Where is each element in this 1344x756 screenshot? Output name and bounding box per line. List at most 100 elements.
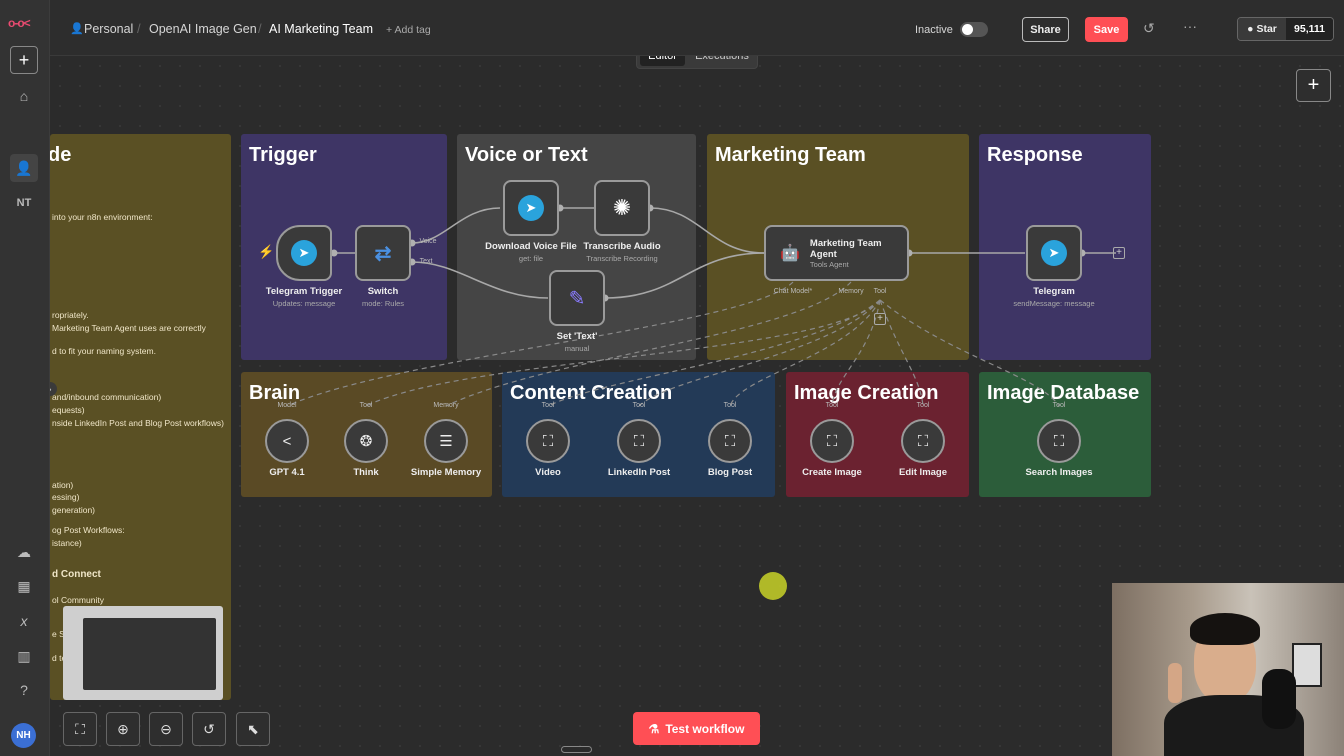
- node-label: LinkedIn Post: [607, 467, 671, 478]
- set-text-node[interactable]: ✎: [549, 270, 605, 326]
- agent-port-chat-model: Chat Model*: [773, 288, 813, 295]
- switch-node[interactable]: ⇄: [355, 225, 411, 281]
- node-label: Blog Post: [707, 467, 753, 478]
- telegram-trigger-node[interactable]: ➤: [276, 225, 332, 281]
- node-label: GPT 4.1: [269, 467, 305, 478]
- node-label: Video: [535, 467, 561, 478]
- telegram-icon: ➤: [291, 240, 317, 266]
- port-label: Tool: [916, 402, 930, 409]
- test-workflow-label: Test workflow: [665, 721, 745, 736]
- edit-image-tool-node[interactable]: ⛶: [901, 419, 945, 463]
- switch-icon: ⇄: [374, 242, 392, 265]
- workflow-icon: ⛶: [724, 432, 736, 450]
- port-label: Model: [277, 402, 297, 409]
- templates-icon[interactable]: ▦: [17, 577, 31, 594]
- simple-memory-node[interactable]: ☰: [424, 419, 468, 463]
- minimap[interactable]: [63, 606, 223, 700]
- top-bar: 👤 Personal / OpenAI Image Gen / AI Marke…: [50, 0, 1344, 56]
- video-tool-node[interactable]: ⛶: [526, 419, 570, 463]
- add-node-button[interactable]: +: [1113, 247, 1125, 259]
- add-tag-link[interactable]: + Add tag: [386, 24, 431, 36]
- section-title: Image Creation: [794, 382, 939, 404]
- logs-panel-handle[interactable]: [561, 746, 592, 753]
- variables-icon[interactable]: x: [20, 613, 28, 629]
- guide-note-line: into your n8n environment:: [52, 212, 153, 222]
- project-initials[interactable]: NT: [16, 197, 32, 209]
- node-label: Telegram: [1033, 286, 1075, 297]
- guide-note-line: istance): [52, 538, 82, 548]
- marketing-team-agent-node[interactable]: 🤖 Marketing Team Agent Tools Agent: [764, 225, 909, 281]
- history-icon[interactable]: ↺: [1143, 20, 1155, 36]
- insights-icon[interactable]: ▥: [17, 647, 31, 664]
- agent-port-tool: Tool: [873, 288, 887, 295]
- avatar[interactable]: NH: [11, 723, 36, 748]
- home-icon[interactable]: ⌂: [19, 88, 29, 104]
- image-database-section[interactable]: Image Database: [979, 372, 1151, 497]
- gpt-4-1-node[interactable]: <: [265, 419, 309, 463]
- search-images-tool-node[interactable]: ⛶: [1037, 419, 1081, 463]
- telegram-icon: ➤: [518, 195, 544, 221]
- download-voice-file-node[interactable]: ➤: [503, 180, 559, 236]
- section-title: Voice or Text: [465, 144, 588, 166]
- guide-note-line: Marketing Team Agent uses are correctly: [52, 323, 206, 333]
- node-label: Set 'Text': [556, 331, 598, 342]
- add-tool-button[interactable]: +: [874, 313, 886, 325]
- user-icon: 👤: [70, 23, 84, 35]
- active-toggle[interactable]: [960, 22, 988, 37]
- node-label: Telegram Trigger: [265, 286, 343, 297]
- node-label: Switch: [367, 286, 399, 297]
- test-workflow-button[interactable]: ⚗Test workflow: [633, 712, 760, 745]
- trigger-section[interactable]: Trigger: [241, 134, 447, 360]
- personal-user-icon[interactable]: 👤: [10, 154, 38, 182]
- zoom-in-button[interactable]: ⊕: [106, 712, 140, 746]
- node-label: Transcribe Audio: [583, 241, 661, 252]
- left-sidebar: o-o< + ⌂ 👤 NT ☁ ▦ x ▥ ? NH: [0, 0, 50, 756]
- reset-zoom-button[interactable]: ↺: [192, 712, 226, 746]
- save-button[interactable]: Save: [1085, 17, 1128, 42]
- blog-post-tool-node[interactable]: ⛶: [708, 419, 752, 463]
- share-button[interactable]: Share: [1022, 17, 1069, 42]
- node-label: Edit Image: [898, 467, 948, 478]
- node-label: Search Images: [1025, 467, 1093, 478]
- select-tool-button[interactable]: ⬉: [236, 712, 270, 746]
- node-subtitle: get: file: [518, 254, 544, 263]
- guide-note-line: ropriately.: [52, 310, 89, 320]
- port-label: Tool: [359, 402, 373, 409]
- open-nodes-panel-button[interactable]: +: [1296, 69, 1331, 102]
- fit-view-button[interactable]: ⛶: [63, 712, 97, 746]
- help-icon[interactable]: ?: [20, 682, 28, 698]
- pencil-icon: ✎: [568, 287, 586, 310]
- port-label: Tool: [541, 402, 555, 409]
- transcribe-audio-node[interactable]: ✺: [594, 180, 650, 236]
- section-title: Image Database: [987, 382, 1140, 404]
- telegram-send-node[interactable]: ➤: [1026, 225, 1082, 281]
- think-node[interactable]: ❂: [344, 419, 388, 463]
- node-subtitle: Transcribe Recording: [586, 254, 658, 263]
- section-title: Content Creation: [510, 382, 673, 404]
- robot-icon: 🤖: [780, 245, 800, 262]
- port-label: Tool: [632, 402, 646, 409]
- create-button[interactable]: +: [10, 46, 38, 74]
- guide-title: de: [48, 144, 72, 166]
- port-label: Memory: [433, 402, 459, 409]
- voice-or-text-section[interactable]: Voice or Text: [457, 134, 696, 360]
- guide-note-line: d Connect: [52, 569, 101, 580]
- more-options-icon[interactable]: ···: [1183, 18, 1197, 34]
- breadcrumb-folder[interactable]: OpenAI Image Gen: [149, 22, 257, 36]
- cloud-icon[interactable]: ☁: [17, 543, 31, 560]
- create-image-tool-node[interactable]: ⛶: [810, 419, 854, 463]
- node-subtitle: Tools Agent: [809, 259, 849, 269]
- section-title: Response: [987, 144, 1083, 166]
- linkedin-post-tool-node[interactable]: ⛶: [617, 419, 661, 463]
- guide-sticky-note[interactable]: de into your n8n environment: ropriately…: [48, 134, 231, 700]
- github-star-button[interactable]: ●Star 95,111: [1237, 17, 1334, 41]
- breadcrumb-project[interactable]: Personal: [84, 22, 134, 36]
- n8n-logo: o-o<: [8, 16, 31, 30]
- workflow-name[interactable]: AI Marketing Team: [269, 22, 373, 36]
- zoom-out-button[interactable]: ⊖: [149, 712, 183, 746]
- workflow-canvas[interactable]: de into your n8n environment: ropriately…: [43, 56, 1344, 756]
- star-count: 95,111: [1286, 18, 1333, 40]
- port-label: Tool: [825, 402, 839, 409]
- guide-note-line: ation): [52, 480, 74, 490]
- cursor-highlight: [759, 572, 787, 600]
